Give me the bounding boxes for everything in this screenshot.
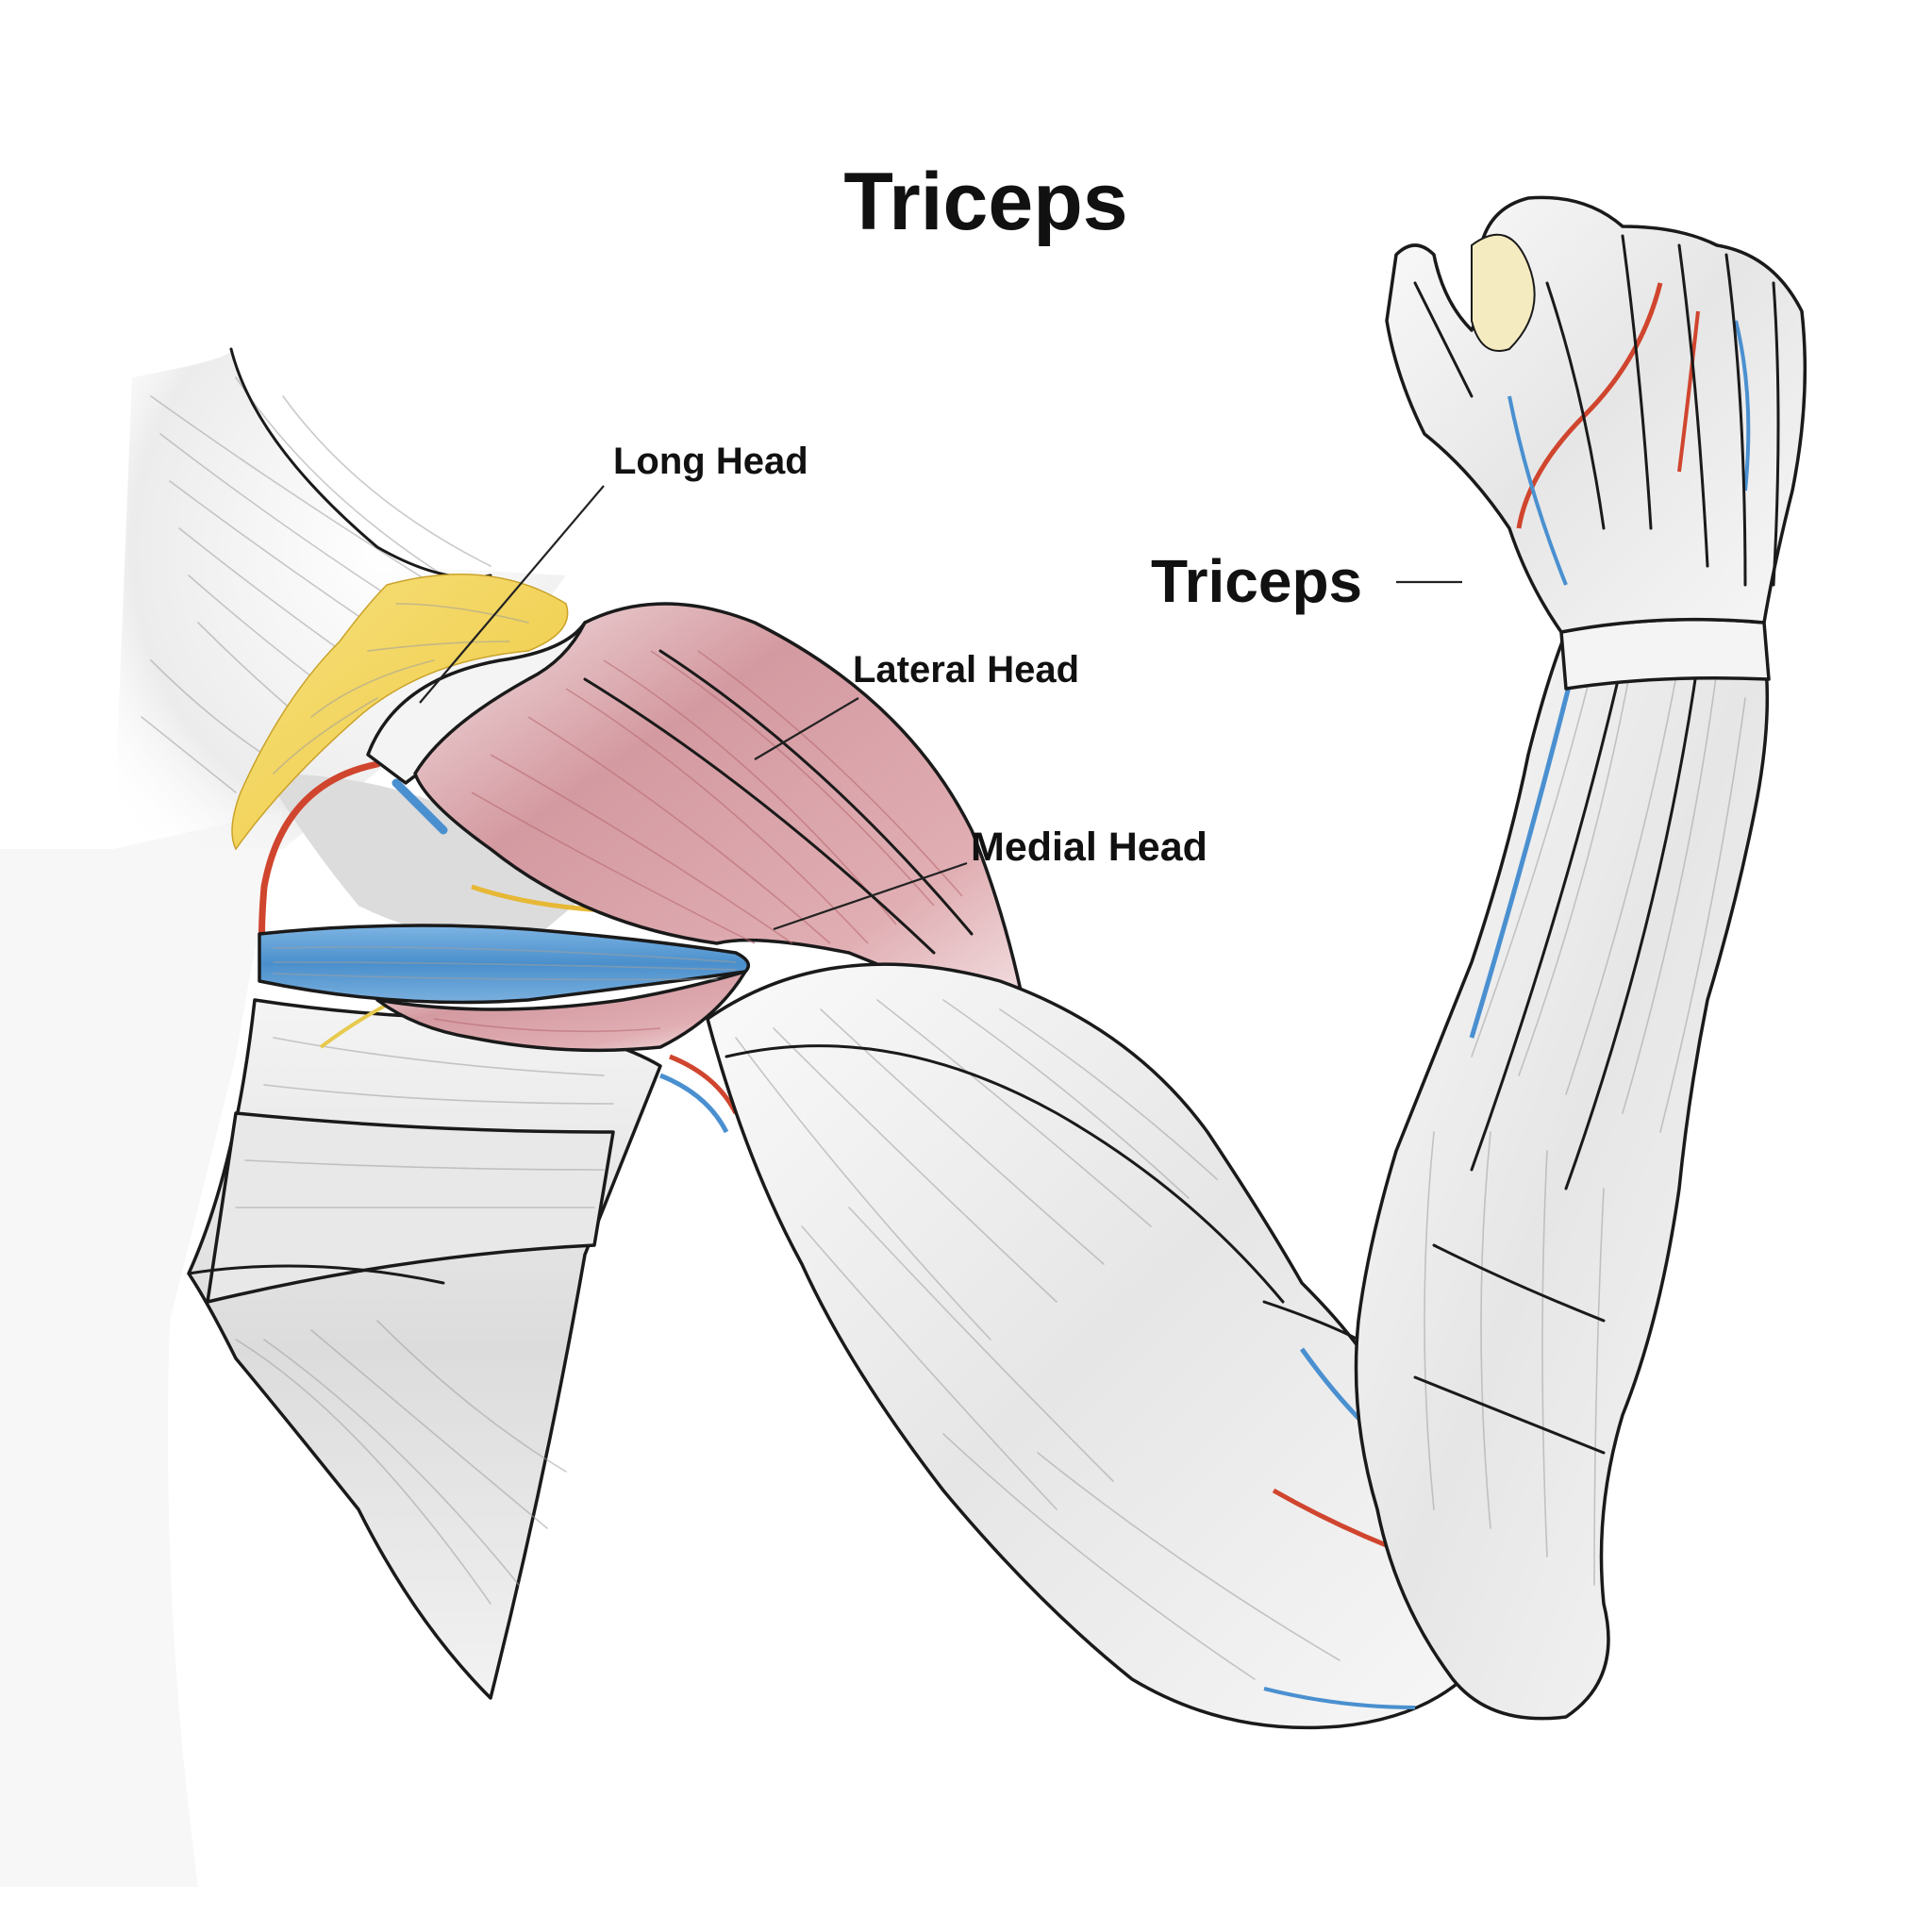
neck-trapezius (113, 349, 566, 849)
leader-long-head (419, 485, 605, 704)
thumb-bone (1471, 233, 1536, 352)
vessel-bundle-vein (659, 1073, 729, 1134)
triceps-lateral-head (413, 602, 1030, 1030)
hand-vein (1734, 320, 1751, 491)
elbow-fold-contour (1262, 1300, 1360, 1341)
latissimus-group (187, 998, 662, 1700)
triceps-septum-2 (658, 649, 974, 936)
forearm-contour-1 (1470, 658, 1624, 1172)
latissimus-fibers (235, 1037, 614, 1605)
triceps-muscle-group (375, 602, 1030, 1053)
latissimus-muscle (187, 998, 662, 1700)
forearm-muscle (1354, 627, 1770, 1721)
leader-medial-head (773, 861, 968, 931)
hand-artery-2 (1677, 310, 1700, 473)
forearm-contour-4 (1413, 1375, 1606, 1455)
hand-artery (1516, 282, 1663, 529)
wrist-retinaculum (1559, 617, 1771, 691)
upper-arm-fibers (735, 999, 1341, 1680)
label-lateral-head: Lateral Head (853, 649, 1079, 691)
triceps-septum-1 (583, 677, 936, 955)
forearm-contour-2 (1564, 658, 1700, 1191)
triceps-medial-head (375, 970, 747, 1053)
page-title: Triceps (843, 157, 1127, 247)
torso-side (0, 811, 283, 1887)
blue-tendon-group (258, 924, 751, 1005)
forearm-group (1354, 627, 1770, 1721)
vein-forearm (1469, 659, 1578, 1039)
vein-upperarm-2 (1263, 1687, 1416, 1709)
vein-axillary-small (391, 778, 448, 835)
chest-contour (187, 1264, 445, 1285)
label-triceps-side: Triceps (1151, 547, 1362, 615)
tendon-yellow (231, 574, 569, 851)
leader-lines (419, 485, 1462, 931)
upper-arm-contour (724, 1044, 1285, 1304)
leader-lateral-head (754, 697, 859, 760)
clavicle-tendon-group (231, 574, 569, 851)
vessel-bundle-artery (669, 1054, 739, 1115)
label-long-head: Long Head (613, 441, 808, 482)
forearm-fibers (1424, 659, 1746, 1586)
triceps-fibers (433, 650, 963, 1033)
finger-contours (1413, 234, 1780, 587)
hand-group (1385, 195, 1807, 634)
label-medial-head: Medial Head (971, 824, 1208, 870)
hand-vein-2 (1507, 395, 1568, 586)
forearm-contour-3 (1432, 1243, 1606, 1323)
axilla-region (264, 774, 585, 943)
